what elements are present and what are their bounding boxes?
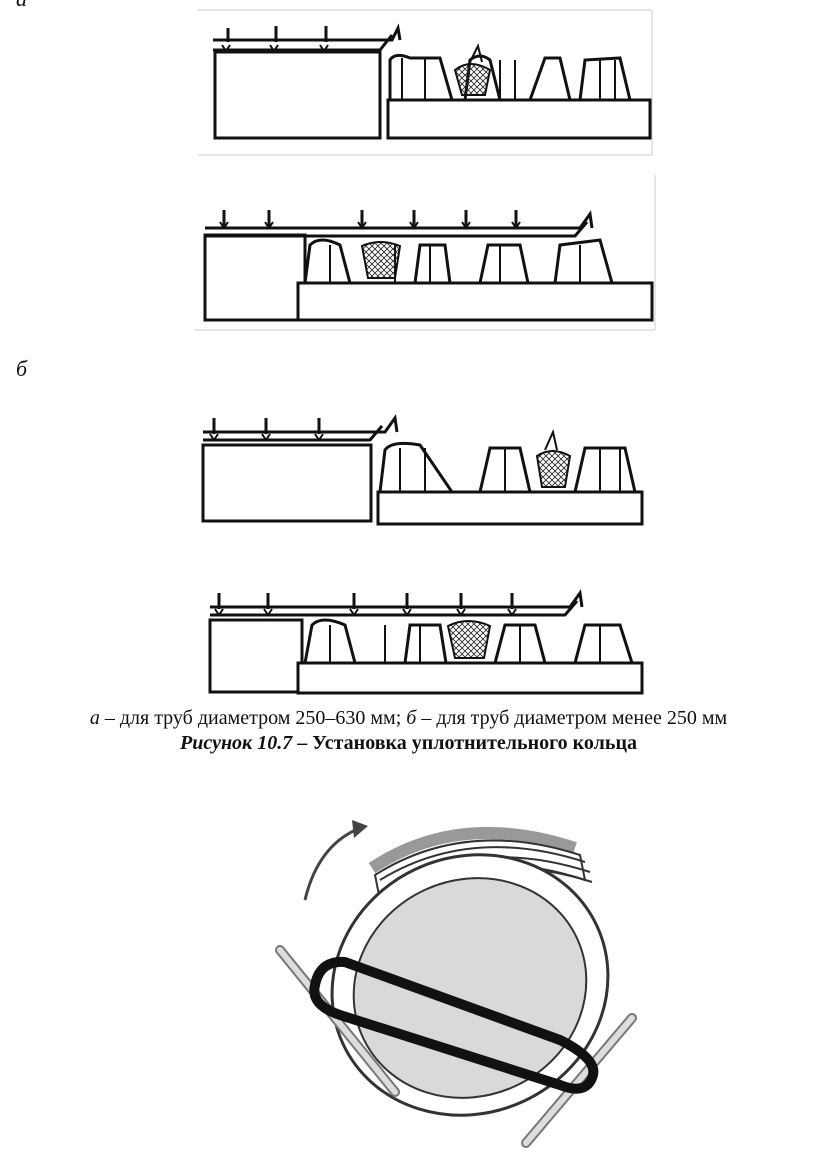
- diagram-b-before: [201, 414, 644, 526]
- diagram-b-after: [208, 589, 644, 695]
- figure-caption: Рисунок 10.7 – Установка уплотнительного…: [0, 732, 817, 755]
- diagram-a-before: [198, 9, 653, 156]
- figure-title: – Установка уплотнительного кольца: [292, 732, 637, 754]
- legend-text-a: – для труб диаметром 250–630 мм;: [99, 707, 407, 729]
- figure-legend: а – для труб диаметром 250–630 мм; б – д…: [0, 707, 817, 730]
- diagram-a-after: [195, 175, 656, 331]
- subfigure-label-a: а: [16, 0, 27, 12]
- legend-letter-a: а: [89, 707, 100, 729]
- legend-letter-b: б: [406, 707, 417, 729]
- pipe-with-ring-illustration: [275, 820, 637, 1148]
- subfigure-label-b: б: [16, 356, 28, 381]
- legend-text-b: – для труб диаметром менее 250 мм: [416, 707, 728, 729]
- figure-number: Рисунок 10.7: [180, 732, 293, 754]
